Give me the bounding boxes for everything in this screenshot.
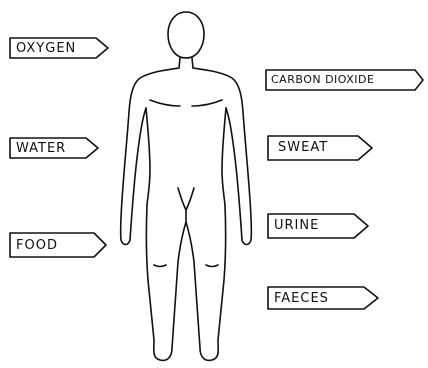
input-label-water: WATER xyxy=(16,142,66,155)
output-label-faeces: FAECES xyxy=(274,292,329,305)
output-label-carbon-dioxide: CARBON DIOXIDE xyxy=(271,74,374,85)
output-label-urine: URINE xyxy=(274,219,319,232)
input-label-oxygen: OXYGEN xyxy=(16,42,76,55)
human-body-outline xyxy=(121,12,252,360)
output-label-sweat: SWEAT xyxy=(278,141,328,154)
input-label-food: FOOD xyxy=(16,239,58,252)
